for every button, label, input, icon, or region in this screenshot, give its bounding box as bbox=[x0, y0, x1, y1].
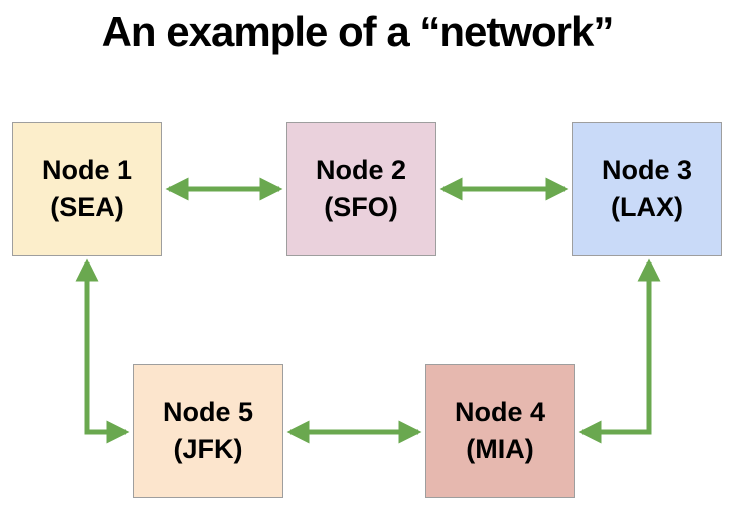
node-code: (SEA) bbox=[50, 192, 124, 222]
node-code: (MIA) bbox=[466, 434, 534, 464]
edge-node1-node5 bbox=[75, 258, 130, 444]
diagram-title: An example of a “network” bbox=[101, 8, 615, 55]
node-name: Node 5 bbox=[162, 397, 254, 427]
node-name: Node 2 bbox=[315, 155, 407, 185]
node-name: Node 1 bbox=[41, 155, 133, 185]
node-5-jfk: Node 5 (JFK) bbox=[133, 364, 283, 498]
node-3-lax: Node 3 (LAX) bbox=[572, 122, 722, 256]
node-2-sfo: Node 2 (SFO) bbox=[286, 122, 436, 256]
node-code: (SFO) bbox=[324, 192, 398, 222]
edge-node3-node4 bbox=[578, 258, 661, 444]
node-1-sea: Node 1 (SEA) bbox=[12, 122, 162, 256]
node-code: (LAX) bbox=[611, 192, 683, 222]
node-name: Node 3 bbox=[601, 155, 693, 185]
node-code: (JFK) bbox=[173, 434, 243, 464]
node-name: Node 4 bbox=[454, 397, 546, 427]
node-4-mia: Node 4 (MIA) bbox=[425, 364, 575, 498]
